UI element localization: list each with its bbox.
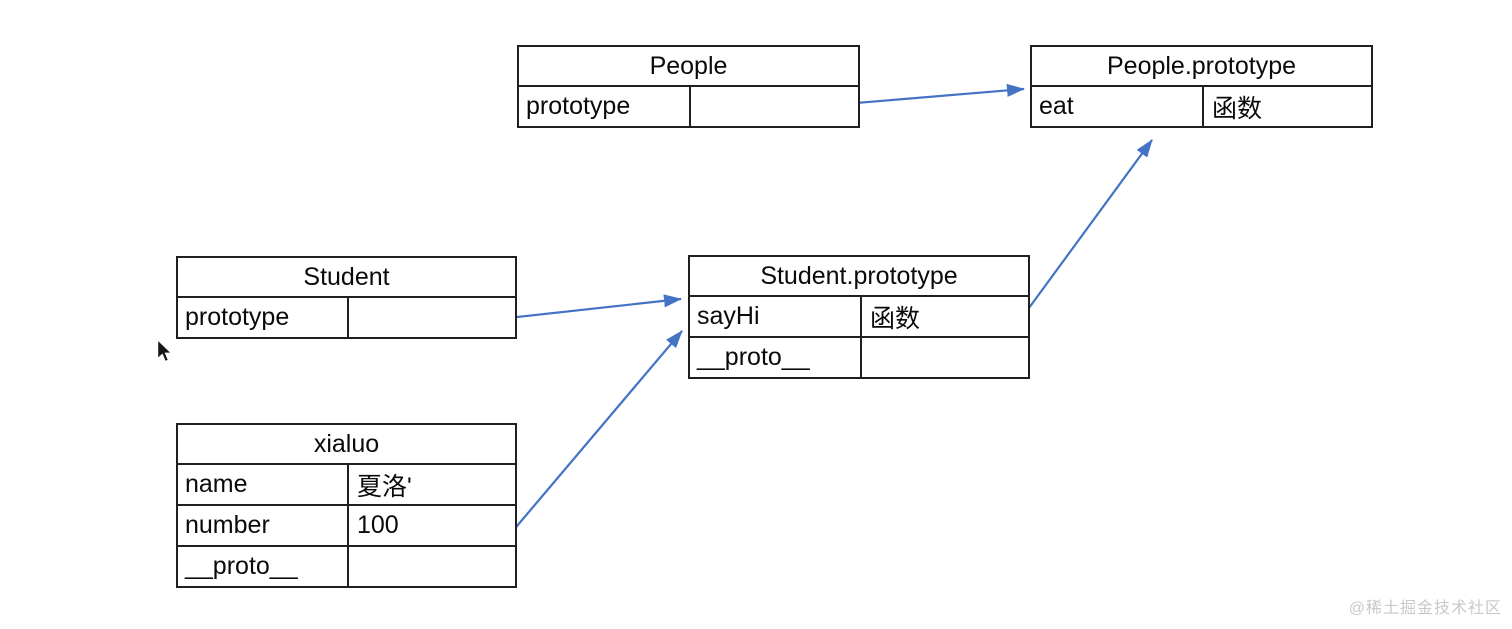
table-row: number 100 <box>178 504 515 545</box>
table-row: eat 函数 <box>1032 87 1371 126</box>
watermark: @稀土掘金技术社区 <box>1348 600 1502 617</box>
table-title: People <box>519 47 858 87</box>
table-title: Student.prototype <box>690 257 1028 297</box>
row-key-cell: __proto__ <box>178 547 349 586</box>
row-key-cell: prototype <box>519 87 691 126</box>
row-value-cell <box>862 338 1028 377</box>
table-row: name 夏洛' <box>178 465 515 504</box>
row-key-cell: prototype <box>178 298 349 337</box>
table-row: __proto__ <box>690 336 1028 377</box>
row-value-cell <box>691 87 858 126</box>
row-key-cell: number <box>178 506 349 545</box>
row-key-cell: __proto__ <box>690 338 862 377</box>
table-row: sayHi 函数 <box>690 297 1028 336</box>
table-title: People.prototype <box>1032 47 1371 87</box>
table-row: __proto__ <box>178 545 515 586</box>
row-key-cell: eat <box>1032 87 1204 126</box>
row-value-cell <box>349 547 515 586</box>
row-value-cell: 函数 <box>1212 94 1263 123</box>
table-row: prototype <box>519 87 858 126</box>
table-student: Student prototype <box>176 256 517 339</box>
row-key-cell: name <box>178 465 349 504</box>
table-title: Student <box>178 258 515 298</box>
table-title: xialuo <box>178 425 515 465</box>
row-value-cell: 函数 <box>870 304 921 333</box>
table-row: prototype <box>178 298 515 337</box>
row-key-cell: sayHi <box>690 297 862 336</box>
table-people: People prototype <box>517 45 860 128</box>
row-value-cell: 100 <box>357 511 399 539</box>
table-student-prototype: Student.prototype sayHi 函数 __proto__ <box>688 255 1030 379</box>
table-xialuo: xialuo name 夏洛' number 100 __proto__ <box>176 423 517 588</box>
row-value-cell <box>349 298 515 337</box>
table-people-prototype: People.prototype eat 函数 <box>1030 45 1373 128</box>
row-value-cell: 夏洛' <box>357 472 412 501</box>
mouse-cursor-icon <box>157 339 173 363</box>
